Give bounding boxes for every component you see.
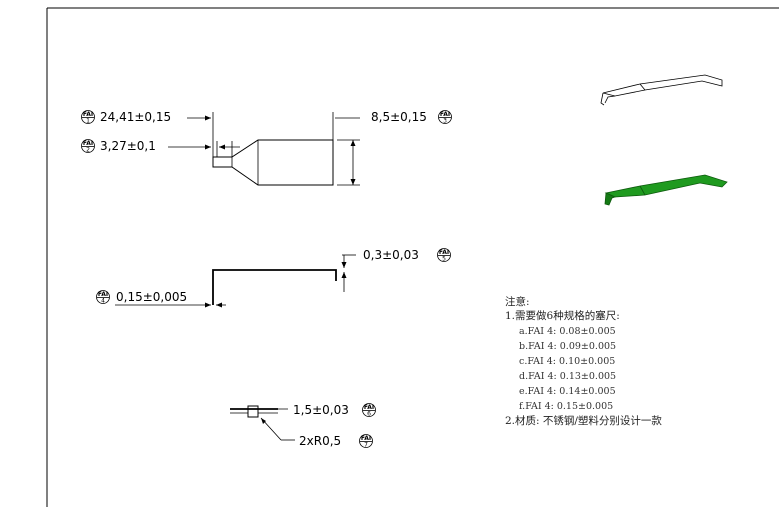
fai-badge: FAI 1 [81, 110, 95, 125]
end-view: 1,5±0,03 FAI 6 2xR0,5 FAI 7 [230, 403, 376, 449]
dimension-fai-6: 1,5±0,03 FAI 6 [263, 403, 376, 418]
notes-item-1: 1.需要做6种规格的塞尺: [505, 309, 620, 322]
drawing-frame [46, 7, 779, 507]
svg-text:FAI: FAI [83, 140, 93, 147]
svg-text:FAI: FAI [440, 111, 450, 118]
svg-text:FAI: FAI [364, 404, 374, 411]
dimension-fai-2: FAI 2 3,27±0,1 [81, 139, 240, 157]
isometric-wireframe [600, 74, 723, 106]
svg-text:2: 2 [86, 147, 90, 154]
svg-text:7: 7 [364, 442, 368, 449]
svg-text:1: 1 [86, 118, 90, 125]
notes-title: 注意: [505, 295, 530, 308]
notes-spec-a: a.FAI 4: 0.08±0.005 [519, 326, 616, 337]
fai-badge: FAI 2 [81, 139, 95, 154]
dimension-text: 3,27±0,1 [100, 139, 156, 153]
svg-text:FAI: FAI [98, 291, 108, 298]
side-view-outline [212, 269, 337, 305]
dimension-fai-1: FAI 1 24,41±0,15 [81, 110, 334, 157]
fai-badge: FAI 5 [437, 248, 451, 263]
dimension-text: 0,15±0,005 [116, 290, 187, 304]
notes-spec-d: d.FAI 4: 0.13±0.005 [519, 371, 616, 382]
notes-spec-b: b.FAI 4: 0.09±0.005 [519, 341, 616, 352]
dimension-fai-7: 2xR0,5 FAI 7 [260, 417, 373, 449]
top-view-outline [212, 139, 334, 186]
notes-item-2: 2.材质: 不锈钢/塑料分别设计一款 [505, 414, 662, 427]
dimension-text: 0,3±0,03 [363, 248, 419, 262]
svg-text:FAI: FAI [439, 249, 449, 256]
notes-spec-f: f.FAI 4: 0.15±0.005 [519, 401, 613, 412]
svg-text:5: 5 [442, 256, 446, 263]
notes-spec-e: e.FAI 4: 0.14±0.005 [519, 386, 616, 397]
fai-badge: FAI 4 [96, 290, 110, 305]
fai-badge: FAI 6 [362, 403, 376, 418]
svg-text:4: 4 [101, 298, 105, 305]
dimension-fai-5: 0,3±0,03 FAI 5 [341, 248, 451, 292]
dimension-text: 24,41±0,15 [100, 110, 171, 124]
side-view: FAI 4 0,15±0,005 0,3±0,03 FAI 5 [96, 248, 451, 308]
dimension-text: 2xR0,5 [299, 434, 341, 448]
svg-text:6: 6 [367, 411, 371, 418]
dimension-text: 1,5±0,03 [293, 403, 349, 417]
svg-text:FAI: FAI [361, 435, 371, 442]
top-view: FAI 1 24,41±0,15 FAI 2 3,27±0,1 [81, 110, 452, 186]
svg-text:3: 3 [443, 118, 447, 125]
notes-spec-c: c.FAI 4: 0.10±0.005 [519, 356, 615, 367]
dimension-text: 8,5±0,15 [371, 110, 427, 124]
dimension-fai-3: 8,5±0,15 FAI 3 [335, 110, 452, 186]
fai-badge: FAI 3 [438, 110, 452, 125]
fai-badge: FAI 7 [359, 434, 373, 449]
svg-text:FAI: FAI [83, 111, 93, 118]
isometric-model [604, 174, 728, 206]
notes-block: 注意: 1.需要做6种规格的塞尺: a.FAI 4: 0.08±0.005 b.… [505, 295, 662, 427]
dimension-fai-4: FAI 4 0,15±0,005 [96, 290, 226, 308]
